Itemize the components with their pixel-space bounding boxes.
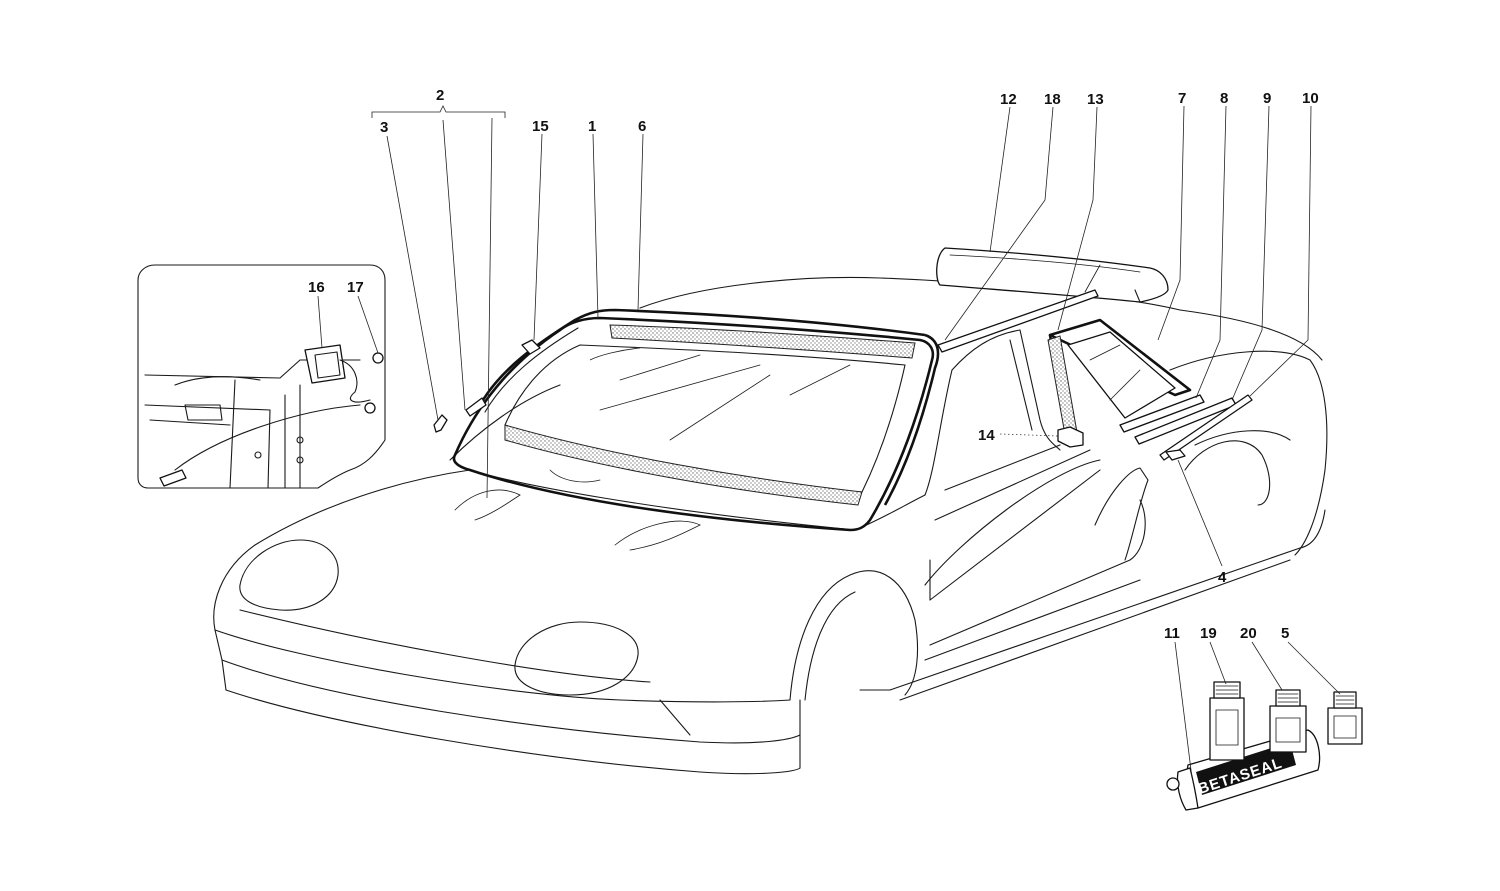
antenna-inset-panel	[137, 264, 386, 489]
callout-7: 7	[1178, 90, 1186, 107]
primer-bottle-20	[1269, 689, 1307, 753]
leader-lines	[317, 105, 1341, 779]
callout-12: 12	[1000, 91, 1017, 108]
rear-window-seal-18	[937, 289, 1099, 353]
callout-5: 5	[1281, 625, 1289, 642]
windshield-glass	[452, 316, 935, 532]
callout-4: 4	[1218, 569, 1227, 586]
callout-18: 18	[1044, 91, 1061, 108]
car-body	[213, 276, 1328, 775]
callout-labels: 2 3 15 1 6 12 18 13 7 8 9 10 14 4 16 17 …	[308, 87, 1319, 642]
callout-8: 8	[1220, 90, 1228, 107]
callout-16: 16	[308, 279, 325, 296]
callout-9: 9	[1263, 90, 1271, 107]
callout-15: 15	[532, 118, 549, 135]
callout-11: 11	[1164, 625, 1180, 642]
small-clips	[433, 339, 1186, 461]
waist-strips	[1119, 394, 1253, 461]
callout-19: 19	[1200, 625, 1217, 642]
callout-17: 17	[347, 279, 364, 296]
rear-window-glass	[936, 247, 1169, 303]
activator-bottle-5	[1327, 691, 1363, 745]
callout-1: 1	[588, 118, 596, 135]
callout-13: 13	[1087, 91, 1104, 108]
callout-10: 10	[1302, 90, 1319, 107]
callout-2: 2	[436, 87, 444, 104]
callout-3: 3	[380, 119, 388, 136]
door-window-glass	[1047, 318, 1192, 444]
windshield-moulding	[478, 308, 940, 506]
callout-20: 20	[1240, 625, 1257, 642]
primer-bottle-19	[1209, 681, 1245, 761]
callout-14: 14	[978, 427, 995, 444]
callout-6: 6	[638, 118, 646, 135]
